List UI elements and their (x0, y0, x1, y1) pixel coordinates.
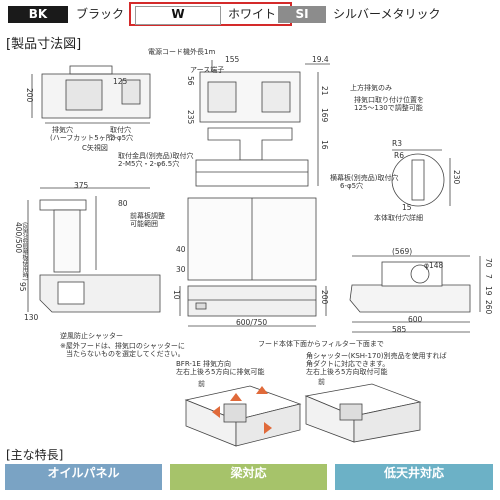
dim-70: 70 (484, 258, 493, 268)
dim-148: φ148 (424, 261, 444, 270)
mount-hole-detail (391, 149, 451, 207)
label-half-cut: (ハーフカット5ヶ所) (50, 134, 116, 142)
dim-7: 7 (484, 274, 493, 279)
dim-30: 30 (176, 265, 186, 274)
feature-oil-panel: オイルパネル (5, 464, 162, 490)
dim-569: (569) (392, 247, 413, 256)
dim-200b: 200 (320, 290, 329, 305)
dim-21: 21 (320, 86, 329, 96)
color-chip-w[interactable]: W (135, 6, 221, 25)
label-range-note: (別売品前幕板使用時) (21, 222, 28, 281)
dim-95: 95 (18, 282, 27, 292)
dim-15: 15 (402, 203, 412, 212)
label-bfr-sub: 左右上後ろ5方向に排気可能 (176, 368, 265, 376)
label-front-panel: 前幕板調整 (130, 212, 165, 220)
dim-125: 125 (113, 77, 128, 86)
color-chip-si[interactable]: SI (278, 6, 326, 23)
exhaust-arrows (212, 386, 272, 434)
label-upper-exhaust-note1: 排気口取り付け位置を (354, 96, 424, 104)
front-view-body (179, 197, 327, 327)
label-front-right: 前 (318, 378, 325, 386)
label-c-view: C矢視図 (82, 144, 108, 152)
color-name-w: ホワイト (228, 7, 277, 21)
dim-585: 585 (392, 325, 407, 334)
dim-10: 10 (172, 290, 181, 300)
shutter-3d-illustration (304, 383, 422, 443)
dim-375: 375 (74, 181, 89, 190)
feature-low-ceiling: 低天井対応 (335, 464, 493, 490)
dim-600-750: 600/750 (236, 318, 268, 327)
label-backflow-shutter: 逆風防止シャッター (60, 332, 123, 340)
label-bracket-holes-size: 2-M5穴・2-φ6.5穴 (118, 160, 180, 168)
label-side-holes-size: 6-φ5穴 (340, 182, 364, 190)
dim-400-500: 400/500 (14, 222, 23, 254)
dim-260: 260 (484, 300, 493, 315)
label-exhaust-port: 排気穴 (52, 126, 73, 134)
dim-200: 200 (25, 88, 34, 103)
label-upper-exhaust: 上方排気のみ (350, 84, 392, 92)
dim-80: 80 (118, 199, 128, 208)
dim-600: 600 (408, 315, 423, 324)
dim-r3: R3 (392, 139, 402, 148)
label-filter-bottom: フード本体下面からフィルター下面まで (258, 340, 384, 348)
dim-19-4: 19.4 (312, 55, 329, 64)
dim-19: 19 (484, 286, 493, 296)
drawing-title: [製品寸法図] (6, 37, 82, 52)
label-front-left: 前 (198, 380, 205, 388)
dim-230: 230 (452, 170, 461, 185)
color-chip-bk[interactable]: BK (8, 6, 68, 23)
dim-r6: R6 (394, 151, 404, 160)
label-backflow-note2: 当たらないものを選定してください。 (66, 350, 185, 358)
dim-235: 235 (186, 110, 195, 125)
label-mount-holes-top-size: 2-φ5穴 (110, 134, 134, 142)
dim-155: 155 (225, 55, 240, 64)
label-mount-holes-top: 取付穴 (110, 126, 131, 134)
label-bracket-holes: 取付金具(別売品)取付穴 (118, 152, 194, 160)
label-bfr-title: BFR-1E 排気方向 (176, 360, 232, 368)
label-earth: アース端子 (190, 66, 225, 74)
dim-56: 56 (186, 76, 195, 86)
dim-40: 40 (176, 245, 186, 254)
label-shutter-sub1: 角ダクトに対応できます。 (306, 360, 390, 368)
dim-169: 169 (320, 108, 329, 123)
dim-130: 130 (24, 313, 39, 322)
color-name-bk: ブラック (76, 7, 125, 21)
label-shutter-sub2: 左右上後ろ5方向取付可能 (306, 368, 388, 376)
right-side-view (349, 255, 481, 333)
front-upper-view (195, 60, 330, 187)
feature-beam: 梁対応 (170, 464, 327, 490)
label-body-holes-detail: 本体取付穴詳細 (374, 214, 423, 222)
top-view-body (31, 65, 151, 124)
label-front-panel-2: 可能範囲 (130, 220, 158, 228)
label-power-cord: 電源コード機外長1m (148, 48, 216, 56)
side-view (27, 187, 161, 313)
label-shutter-title: 角シャッター(KSH-170)別売品を使用すれば (306, 352, 447, 360)
label-side-holes: 横幕板(別売品)取付穴 (330, 174, 399, 182)
features-title: [主な特長] (6, 448, 64, 462)
dim-16: 16 (320, 140, 329, 150)
label-backflow-note1: ※屋外フードは、排気口のシャッターに (60, 342, 185, 350)
label-upper-exhaust-note2: 125〜130で調整可能 (354, 104, 423, 112)
color-legend: BK ブラック W ホワイト SI シルバーメタリック (0, 0, 500, 30)
color-name-si: シルバーメタリック (333, 7, 441, 21)
bfr-3d-illustration (184, 385, 302, 447)
